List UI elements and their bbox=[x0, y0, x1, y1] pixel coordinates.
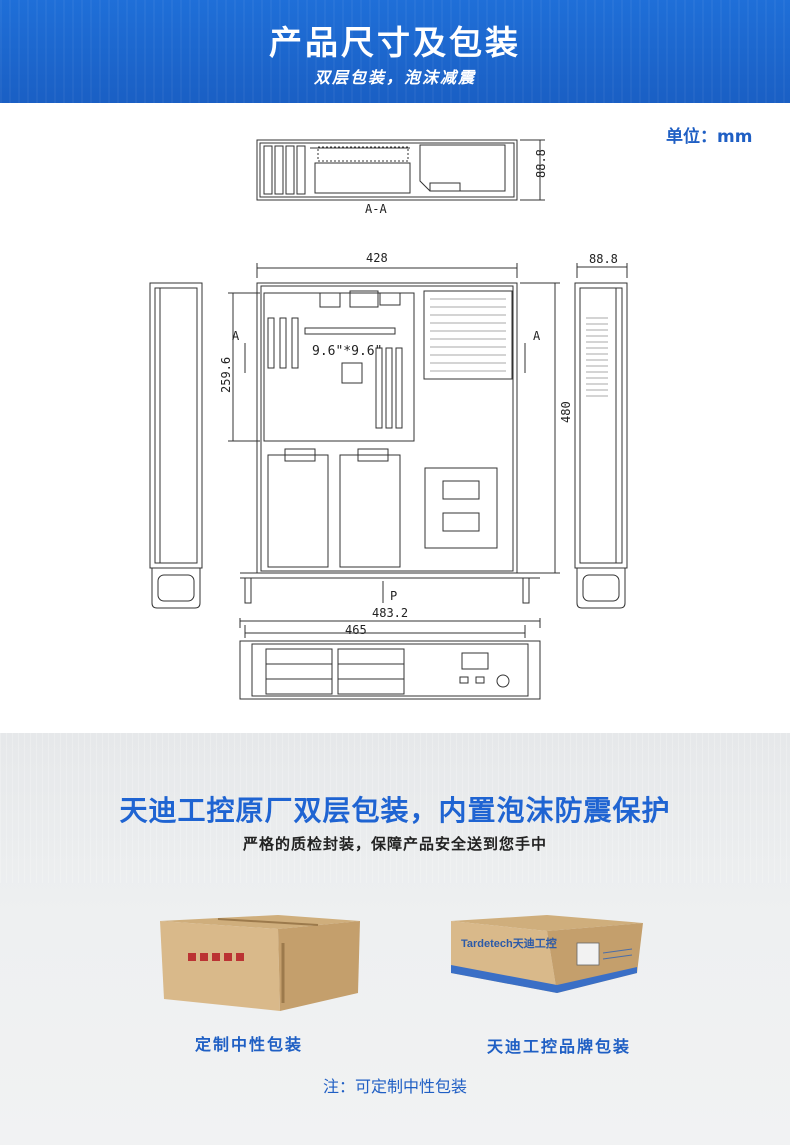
dim-side-height-top: 88.8 bbox=[534, 149, 548, 178]
brand-box-caption: 天迪工控品牌包装 bbox=[487, 1037, 632, 1056]
section-arrow-a-left: A bbox=[232, 329, 240, 343]
brand-box-print: Tardetech天迪工控 bbox=[461, 936, 557, 950]
dim-board: 259.6 bbox=[219, 357, 233, 393]
packaging-subtitle: 严格的质检封装，保障产品安全送到您手中 bbox=[242, 835, 547, 853]
neutral-box-image bbox=[158, 913, 363, 1013]
packaging-title: 天迪工控原厂双层包装，内置泡沫防震保护 bbox=[119, 794, 671, 827]
top-view bbox=[228, 263, 560, 628]
right-side-view bbox=[574, 263, 628, 609]
header-banner: 产品尺寸及包装 双层包装，泡沫减震 bbox=[0, 0, 790, 103]
page-subtitle: 双层包装，泡沫减震 bbox=[313, 68, 476, 87]
packaging-section: 天迪工控原厂双层包装，内置泡沫防震保护 严格的质检封装，保障产品安全送到您手中 … bbox=[0, 733, 790, 1145]
neutral-box-caption: 定制中性包装 bbox=[195, 1035, 304, 1054]
board-size-label: 9.6"*9.6" bbox=[312, 344, 382, 359]
left-side-view bbox=[149, 282, 203, 609]
dimension-drawing: A-A 88.8 428 480 259.6 88.8 9.6"*9.6" A … bbox=[0, 103, 790, 733]
drawing-svg: A-A 88.8 428 480 259.6 88.8 9.6"*9.6" A … bbox=[149, 139, 628, 700]
dim-depth: 480 bbox=[559, 401, 573, 423]
unit-label: 单位：mm bbox=[666, 127, 753, 147]
view-arrow-p: P bbox=[390, 589, 397, 603]
dim-ears: 483.2 bbox=[372, 606, 408, 620]
dim-side-height-right: 88.8 bbox=[589, 252, 618, 266]
packaging-note: 注：可定制中性包装 bbox=[322, 1077, 467, 1096]
dim-front: 465 bbox=[345, 623, 367, 637]
brand-box-image: Tardetech天迪工控 bbox=[447, 913, 647, 1008]
page-title: 产品尺寸及包装 bbox=[269, 23, 521, 62]
section-view-aa bbox=[256, 139, 545, 201]
front-view bbox=[239, 625, 541, 700]
section-label: A-A bbox=[365, 202, 387, 216]
section-arrow-a-right: A bbox=[533, 329, 541, 343]
dim-width: 428 bbox=[366, 251, 388, 265]
vent-slots bbox=[430, 298, 608, 397]
